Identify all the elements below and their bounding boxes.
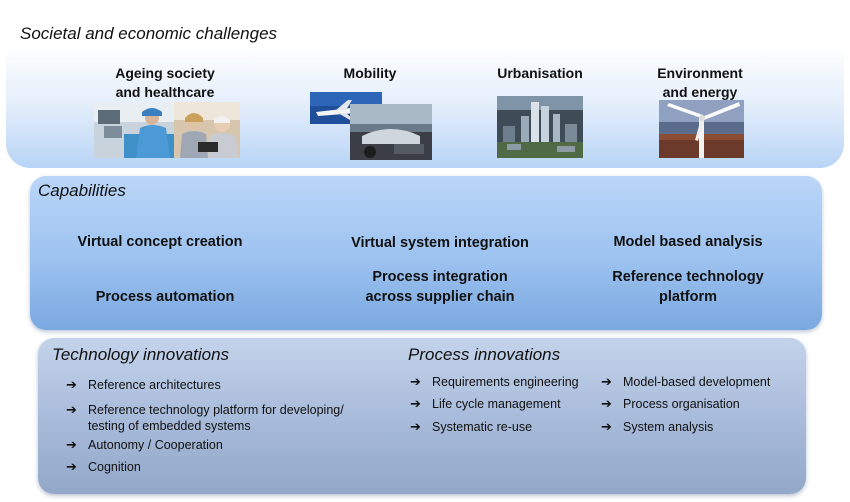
process-item-label: Requirements engineering — [432, 375, 579, 389]
challenge-ageing-line1: Ageing society — [115, 65, 215, 81]
technology-innovations-title: Technology innovations — [52, 345, 230, 364]
tech-item-reference-architectures: ➔ Reference architectures — [66, 377, 221, 393]
capabilities-title: Capabilities — [38, 181, 126, 200]
capability-virtual-system-integration: Virtual system integration — [330, 233, 550, 253]
process-item-requirements-engineering: ➔ Requirements engineering — [410, 374, 579, 390]
capability-process-integration-line2: across supplier chain — [365, 289, 515, 305]
arrow-icon: ➔ — [66, 402, 77, 417]
arrow-icon: ➔ — [601, 374, 612, 389]
challenge-mobility-line1: Mobility — [343, 65, 397, 81]
capability-process-integration-line1: Process integration — [372, 269, 508, 285]
challenge-environment-title: Environment and energy — [640, 64, 760, 102]
process-item-label: Model-based development — [623, 375, 771, 389]
challenge-environment-line2: and energy — [662, 84, 738, 100]
challenge-ageing-title: Ageing society and healthcare — [105, 64, 225, 102]
innovations-panel — [38, 338, 806, 494]
capability-virtual-system-integration-label: Virtual system integration — [351, 235, 529, 251]
capability-process-integration: Process integration across supplier chai… — [340, 267, 540, 307]
environment-photo — [659, 100, 744, 158]
process-item-label: Life cycle management — [432, 397, 561, 411]
challenge-urbanisation-title: Urbanisation — [480, 64, 600, 83]
capability-virtual-concept-creation: Virtual concept creation — [60, 232, 260, 252]
capability-reference-technology-platform-line1: Reference technology — [612, 269, 764, 285]
process-item-model-based-development: ➔ Model-based development — [601, 374, 770, 390]
arrow-icon: ➔ — [66, 377, 77, 392]
tech-item-label: Reference architectures — [88, 378, 221, 392]
process-item-life-cycle-management: ➔ Life cycle management — [410, 396, 561, 412]
process-innovations-title: Process innovations — [408, 345, 561, 364]
capability-process-automation-label: Process automation — [95, 289, 235, 305]
challenge-urbanisation-line1: Urbanisation — [497, 65, 583, 81]
process-item-label: Process organisation — [623, 397, 740, 411]
challenge-environment-line1: Environment — [657, 65, 743, 81]
process-item-process-organisation: ➔ Process organisation — [601, 396, 740, 412]
process-item-label: Systematic re-use — [432, 420, 533, 434]
urbanisation-photo — [497, 96, 583, 158]
arrow-icon: ➔ — [601, 396, 612, 411]
challenge-mobility-title: Mobility — [310, 64, 430, 83]
arrow-icon: ➔ — [601, 419, 612, 434]
arrow-icon: ➔ — [410, 396, 421, 411]
process-item-system-analysis: ➔ System analysis — [601, 419, 713, 435]
capabilities-panel — [30, 176, 822, 330]
capability-reference-technology-platform-line2: platform — [659, 289, 717, 305]
tech-item-label: Reference technology platform for develo… — [88, 403, 344, 417]
arrow-icon: ➔ — [410, 374, 421, 389]
process-item-systematic-reuse: ➔ Systematic re-use — [410, 419, 532, 435]
challenges-title: Societal and economic challenges — [20, 24, 278, 43]
arrow-icon: ➔ — [410, 419, 421, 434]
capability-virtual-concept-creation-label: Virtual concept creation — [77, 234, 243, 250]
challenge-ageing-line2: and healthcare — [115, 84, 215, 100]
process-item-label: System analysis — [623, 420, 714, 434]
capability-model-based-analysis-label: Model based analysis — [613, 234, 763, 250]
mobility-photo — [310, 92, 432, 160]
arrow-icon: ➔ — [66, 437, 77, 452]
capability-reference-technology-platform: Reference technology platform — [588, 267, 788, 307]
tech-item-label: Autonomy / Cooperation — [88, 438, 223, 452]
capability-model-based-analysis: Model based analysis — [588, 232, 788, 252]
tech-item-label-line2: testing of embedded systems — [88, 419, 251, 433]
arrow-icon: ➔ — [66, 459, 77, 474]
healthcare-photo — [94, 102, 240, 158]
tech-item-label: Cognition — [88, 460, 141, 474]
tech-item-autonomy-cooperation: ➔ Autonomy / Cooperation — [66, 437, 223, 453]
tech-item-reference-technology-platform: ➔ Reference technology platform for devel… — [66, 402, 344, 434]
tech-item-cognition: ➔ Cognition — [66, 459, 141, 475]
capability-process-automation: Process automation — [80, 287, 250, 307]
